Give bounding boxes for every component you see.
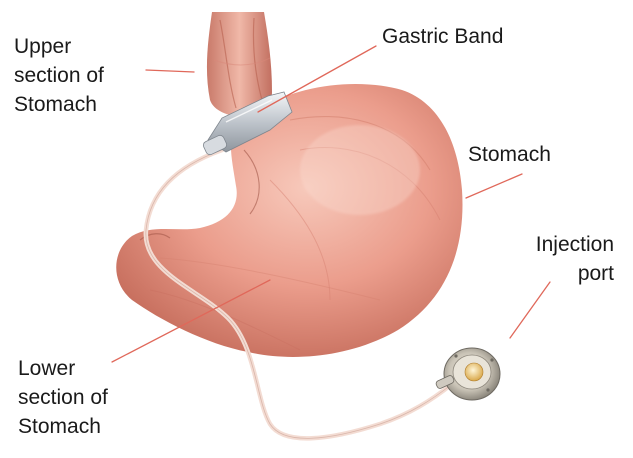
- label-gastric-band: Gastric Band: [382, 22, 503, 51]
- label-injection-port: Injection port: [518, 230, 614, 288]
- leader-line-stomach: [466, 174, 522, 198]
- leader-line-upper: [146, 70, 194, 72]
- stomach: [116, 84, 462, 357]
- label-upper-section-of-stomach: Upper section of Stomach: [14, 32, 104, 119]
- leader-line-injection: [510, 282, 550, 338]
- label-stomach: Stomach: [468, 140, 551, 169]
- label-lower-section-of-stomach: Lower section of Stomach: [18, 354, 108, 441]
